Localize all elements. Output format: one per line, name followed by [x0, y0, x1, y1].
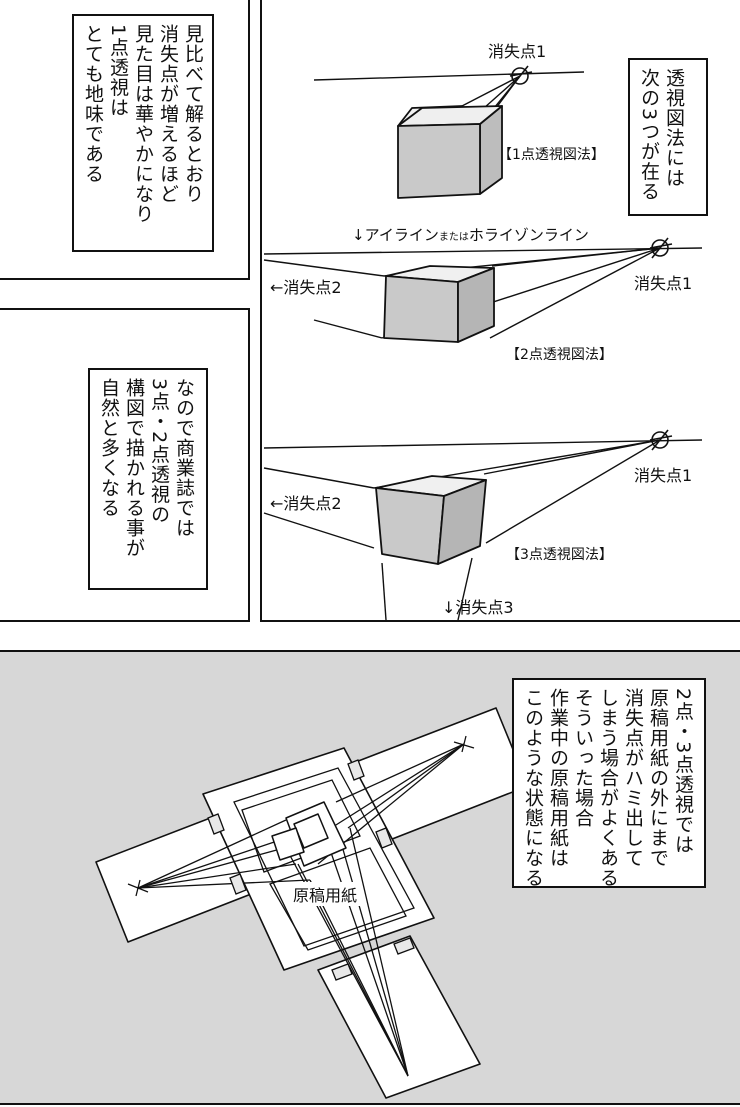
perspective-line [309, 879, 409, 1077]
manuscript-frame-outer [233, 767, 415, 947]
manuscript-paper-label: 原稿用紙 [290, 882, 361, 906]
vanishing-line-3pt-down [381, 562, 387, 621]
panel-paper-extension: 原稿用紙 2点・3点透視では 原稿用紙の外にまで 消失点がハミ出して しまう場合… [0, 650, 740, 1105]
caption-paper-text: 2点・3点透視では 原稿用紙の外にまで 消失点がハミ出して しまう場合がよくある… [522, 688, 694, 888]
panel-top-left: 見比べて解るとおり 消失点が増えるほど 見た目は華やかになり 1点透視は とても… [0, 0, 250, 280]
perspective-line [137, 863, 297, 889]
tape-pieces [207, 759, 415, 981]
perspective-line [137, 879, 311, 889]
vanishing-point-3pt-marker [649, 429, 673, 451]
vanishing-line-3pt-left [263, 512, 375, 549]
vanishing-point-1-label-2pt: 消失点1 [634, 274, 693, 293]
cube-3pt [375, 475, 487, 565]
perspective-diagrams [263, 65, 703, 621]
manuscript-frame-lower [269, 847, 407, 951]
caption-box-comparison: 見比べて解るとおり 消失点が増えるほど 見た目は華やかになり 1点透視は とても… [72, 14, 214, 252]
horizon-line-1pt [313, 71, 585, 81]
vanishing-line-3pt [485, 439, 661, 544]
cube-2pt [383, 265, 495, 343]
panel-middle-left: なので商業誌では 3点・2点透視の 構図で描かれる事が 自然と多くなる [0, 308, 250, 622]
perspective-line [137, 833, 299, 889]
vanishing-point-3-label-3pt: ↓消失点3 [442, 598, 514, 617]
method-label-1pt: 【1点透視図法】 [498, 147, 605, 163]
eye-line-prefix: ↓アイライン [352, 226, 439, 244]
vanishing-point-cross-left [135, 879, 141, 897]
perspective-line [335, 743, 465, 803]
vanishing-line-3pt-left [263, 467, 375, 489]
vanishing-point-1-label-3pt: 消失点1 [634, 466, 693, 485]
caption-methods-text: 透視図法には 次の3つが在る [638, 68, 685, 202]
method-label-2pt: 【2点透視図法】 [506, 347, 613, 363]
extension-sheet-vertical [317, 935, 481, 1099]
caption-box-methods: 透視図法には 次の3つが在る [628, 58, 708, 216]
perspective-line [137, 847, 285, 889]
cube-1pt [397, 105, 503, 199]
building-sketch [271, 801, 347, 867]
vanishing-point-2-label-3pt: ←消失点2 [270, 494, 342, 513]
vanishing-point-cross-right [461, 735, 467, 753]
vanishing-line-1pt [461, 75, 521, 107]
manuscript-frame-upper [241, 779, 361, 873]
perspective-line [137, 819, 287, 889]
eye-line-suffix: ホライゾンライン [468, 226, 589, 244]
caption-box-commercial: なので商業誌では 3点・2点透視の 構図で描かれる事が 自然と多くなる [88, 368, 208, 590]
eye-line-label: ↓アイラインまたはホライゾンライン [352, 224, 589, 245]
vanishing-line-2pt-left [263, 259, 385, 277]
vanishing-line-3pt-down [457, 557, 473, 621]
perspective-line [349, 827, 409, 1077]
horizon-line-2pt [263, 247, 703, 255]
vanishing-line-2pt [491, 247, 661, 267]
vanishing-line-3pt [483, 439, 661, 475]
caption-comparison-text: 見比べて解るとおり 消失点が増えるほど 見た目は華やかになり 1点透視は とても… [82, 24, 204, 224]
panel-perspective-methods: 消失点1 【1点透視図法】 透視図法には 次の3つが在る ↓アイラインまたはホラ… [260, 0, 740, 622]
perspective-line [325, 837, 409, 1077]
vanishing-line-2pt [489, 247, 661, 339]
vanishing-line-2pt-left [313, 319, 383, 339]
vanishing-point-label-1pt: 消失点1 [488, 42, 547, 61]
vanishing-point-2pt-marker [649, 237, 673, 259]
method-label-3pt: 【3点透視図法】 [506, 547, 613, 563]
caption-commercial-text: なので商業誌では 3点・2点透視の 構図で描かれる事が 自然と多くなる [98, 378, 195, 558]
vanishing-point-1pt-marker [509, 65, 533, 87]
perspective-line [327, 743, 465, 831]
eye-line-small: または [438, 232, 469, 243]
vanishing-point-2-label-2pt: ←消失点2 [270, 278, 342, 297]
caption-box-paper: 2点・3点透視では 原稿用紙の外にまで 消失点がハミ出して しまう場合がよくある… [512, 678, 706, 888]
perspective-line [337, 831, 409, 1077]
perspective-line [347, 743, 465, 829]
horizon-line-3pt [263, 439, 703, 449]
